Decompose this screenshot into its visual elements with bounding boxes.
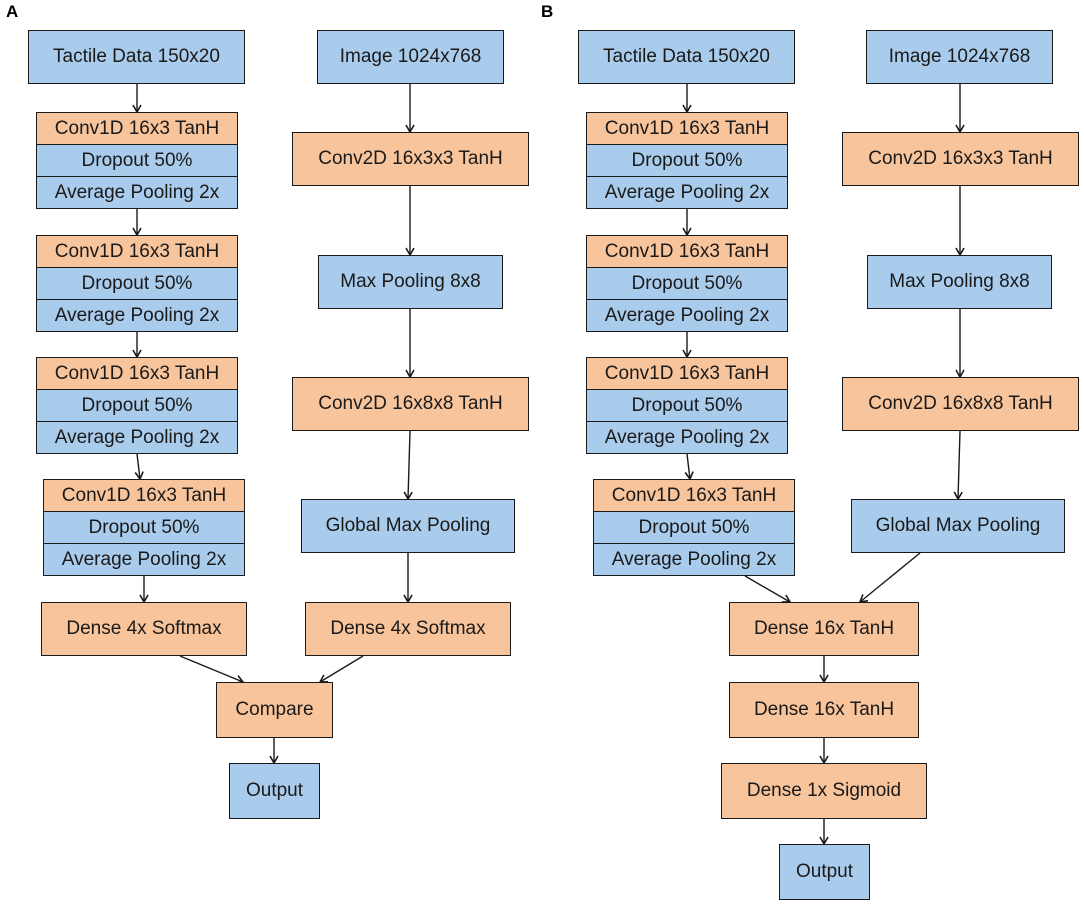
conv1d-layer: Conv1D 16x3 TanH: [44, 480, 244, 511]
conv1d-layer: Conv1D 16x3 TanH: [587, 113, 787, 144]
panel-a-label: A: [6, 2, 19, 21]
panel-a-conv-stack-1: Conv1D 16x3 TanH Dropout 50% Average Poo…: [36, 112, 238, 209]
conv1d-layer: Conv1D 16x3 TanH: [37, 358, 237, 389]
conv1d-layer: Conv1D 16x3 TanH: [37, 113, 237, 144]
conv1d-layer: Conv1D 16x3 TanH: [594, 480, 794, 511]
dropout-layer: Dropout 50%: [587, 267, 787, 299]
dropout-layer: Dropout 50%: [37, 144, 237, 176]
connector-arrow-11: [179, 655, 245, 684]
panel-b-conv-stack-4: Conv1D 16x3 TanH Dropout 50% Average Poo…: [593, 479, 795, 576]
average-pooling-layer: Average Pooling 2x: [594, 543, 794, 575]
connector-arrow-4: [134, 453, 144, 481]
connector-arrow-21: [953, 430, 963, 501]
dropout-layer: Dropout 50%: [37, 389, 237, 421]
panel-b-conv2d-8x8: Conv2D 16x8x8 TanH: [842, 377, 1079, 431]
panel-b-conv-stack-2: Conv1D 16x3 TanH Dropout 50% Average Poo…: [586, 235, 788, 332]
panel-b-conv2d-3x3: Conv2D 16x3x3 TanH: [842, 132, 1079, 186]
panel-a-conv-stack-4: Conv1D 16x3 TanH Dropout 50% Average Poo…: [43, 479, 245, 576]
panel-a-compare: Compare: [216, 682, 333, 738]
dropout-layer: Dropout 50%: [37, 267, 237, 299]
panel-b-label: B: [541, 2, 554, 21]
connector-arrow-23: [858, 552, 921, 604]
conv1d-layer: Conv1D 16x3 TanH: [587, 236, 787, 267]
conv1d-layer: Conv1D 16x3 TanH: [37, 236, 237, 267]
dropout-layer: Dropout 50%: [587, 389, 787, 421]
panel-b-tactile-input: Tactile Data 150x20: [578, 30, 795, 84]
panel-b-output: Output: [779, 844, 870, 900]
dropout-layer: Dropout 50%: [44, 511, 244, 543]
average-pooling-layer: Average Pooling 2x: [44, 543, 244, 575]
panel-a-max-pooling: Max Pooling 8x8: [318, 255, 503, 309]
average-pooling-layer: Average Pooling 2x: [587, 299, 787, 331]
average-pooling-layer: Average Pooling 2x: [37, 176, 237, 208]
panel-a-conv2d-8x8: Conv2D 16x8x8 TanH: [292, 377, 529, 431]
panel-a-conv-stack-2: Conv1D 16x3 TanH Dropout 50% Average Poo…: [36, 235, 238, 332]
average-pooling-layer: Average Pooling 2x: [37, 299, 237, 331]
panel-b-dense-16-a: Dense 16x TanH: [729, 602, 919, 656]
dropout-layer: Dropout 50%: [587, 144, 787, 176]
average-pooling-layer: Average Pooling 2x: [587, 421, 787, 453]
panel-a-image-dense: Dense 4x Softmax: [305, 602, 511, 656]
panel-a-tactile-input: Tactile Data 150x20: [28, 30, 245, 84]
connector-arrow-17: [684, 453, 694, 481]
average-pooling-layer: Average Pooling 2x: [37, 421, 237, 453]
dropout-layer: Dropout 50%: [594, 511, 794, 543]
conv1d-layer: Conv1D 16x3 TanH: [587, 358, 787, 389]
panel-a-global-max-pooling: Global Max Pooling: [301, 499, 515, 553]
panel-b-conv-stack-3: Conv1D 16x3 TanH Dropout 50% Average Poo…: [586, 357, 788, 454]
panel-a-image-input: Image 1024x768: [317, 30, 504, 84]
connector-arrow-12: [318, 655, 364, 683]
connector-arrow-9: [403, 430, 413, 501]
panel-b-image-input: Image 1024x768: [866, 30, 1053, 84]
connector-arrow-22: [744, 575, 792, 603]
panel-b-dense-16-b: Dense 16x TanH: [729, 682, 919, 738]
panel-a-conv2d-3x3: Conv2D 16x3x3 TanH: [292, 132, 529, 186]
panel-a-output: Output: [229, 763, 320, 819]
panel-a-conv-stack-3: Conv1D 16x3 TanH Dropout 50% Average Poo…: [36, 357, 238, 454]
panel-b-max-pooling: Max Pooling 8x8: [867, 255, 1052, 309]
panel-b-conv-stack-1: Conv1D 16x3 TanH Dropout 50% Average Poo…: [586, 112, 788, 209]
panel-a-tactile-dense: Dense 4x Softmax: [41, 602, 247, 656]
panel-b-global-max-pooling: Global Max Pooling: [851, 499, 1065, 553]
panel-b-dense-sigmoid: Dense 1x Sigmoid: [721, 763, 927, 819]
average-pooling-layer: Average Pooling 2x: [587, 176, 787, 208]
